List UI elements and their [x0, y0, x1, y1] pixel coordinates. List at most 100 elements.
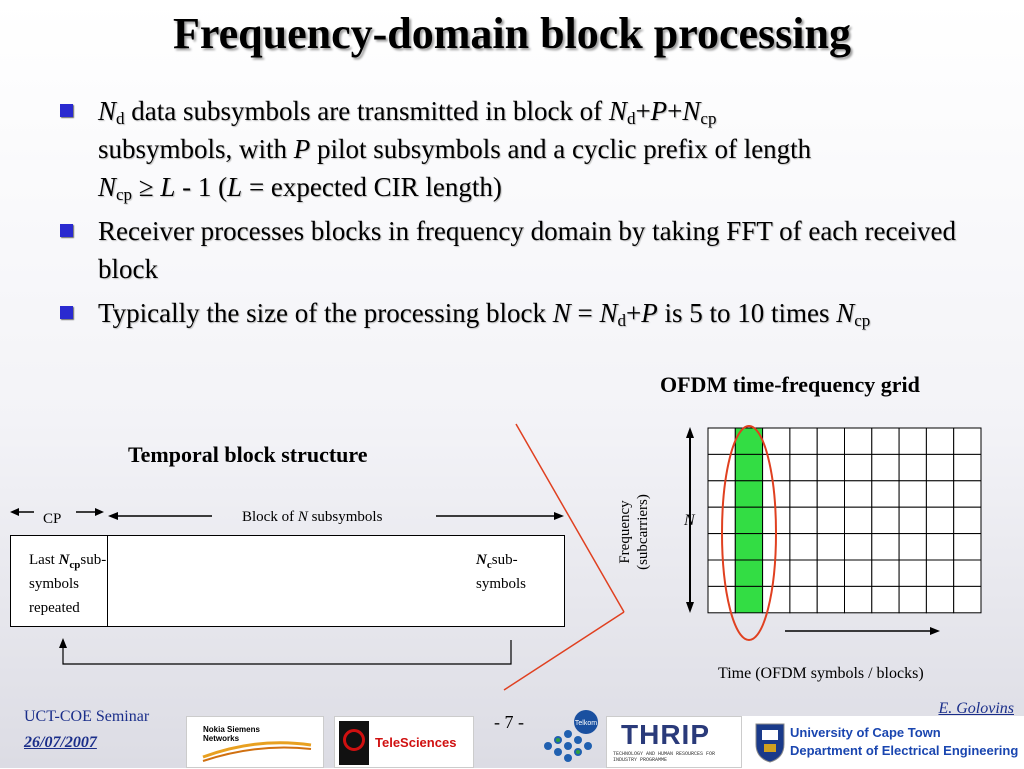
grid-cell — [816, 585, 846, 614]
text: sub- — [491, 552, 518, 568]
var-p: P — [293, 134, 311, 164]
grid-cell — [789, 506, 818, 535]
grid-cell — [844, 427, 873, 455]
uct-line-2: Department of Electrical Engineering — [790, 743, 1019, 758]
text: data subsymbols are transmitted in block… — [124, 96, 609, 126]
grid-cell — [844, 506, 873, 535]
nsn-text: Nokia Siemens Networks — [203, 725, 260, 743]
connector-line — [515, 423, 625, 613]
telesciences-ring-icon — [343, 729, 365, 751]
bullet-3: Typically the size of the processing blo… — [60, 294, 980, 332]
text: - 1 ( — [175, 172, 228, 202]
text: repeated — [29, 600, 80, 616]
grid-cell — [734, 585, 764, 614]
grid-cell — [707, 585, 736, 614]
grid-cell — [953, 480, 982, 508]
text: is 5 to 10 times — [657, 298, 837, 328]
date-label: 26/07/2007 — [24, 734, 97, 751]
grid-cell — [898, 506, 927, 535]
grid-cell — [707, 559, 736, 587]
grid-cell — [816, 506, 846, 535]
var-n: N — [476, 552, 487, 568]
grid-cell — [762, 585, 791, 614]
thrip-logo: THRIP TECHNOLOGY AND HUMAN RESOURCES FOR… — [606, 716, 742, 768]
block-label: Block of N subsymbols — [242, 509, 382, 526]
var-n: N — [98, 172, 117, 202]
grid-cell — [789, 585, 818, 614]
arrow-head — [10, 508, 19, 516]
grid-cell — [925, 585, 955, 614]
sub-d: d — [626, 109, 636, 128]
highlight-ellipse — [721, 425, 777, 641]
nsn-logo: Nokia Siemens Networks — [186, 716, 324, 768]
grid-cell — [816, 427, 846, 455]
grid-cell — [898, 427, 927, 455]
grid-cell — [871, 427, 900, 455]
grid-cell — [925, 533, 955, 561]
bullet-square-icon — [60, 306, 73, 319]
telesciences-text: TeleSciences — [375, 735, 457, 750]
sub-cp: cp — [116, 185, 133, 204]
text: symbols — [476, 576, 527, 592]
time-label: Time (OFDM symbols / blocks) — [718, 665, 924, 682]
var-n: N — [682, 96, 701, 126]
arrow-head — [95, 508, 104, 516]
grid-cell — [898, 533, 927, 561]
var-n: N — [58, 552, 70, 568]
grid-cell — [898, 480, 927, 508]
text: = — [570, 298, 600, 328]
grid-cell — [898, 585, 927, 614]
arrow-head — [554, 512, 564, 520]
var-l: L — [160, 172, 176, 202]
temporal-title: Temporal block structure — [128, 442, 368, 467]
plus: + — [626, 298, 642, 328]
telesciences-logo: TeleSciences — [334, 716, 474, 768]
uct-crest-icon — [755, 723, 785, 763]
grid-cell — [816, 480, 846, 508]
grid-cell — [844, 453, 873, 482]
cp-divider — [107, 536, 108, 626]
ofdm-title: OFDM time-frequency grid — [660, 372, 920, 397]
grid-cell — [734, 453, 764, 482]
grid-cell — [871, 480, 900, 508]
var-p: P — [650, 96, 668, 126]
grid-cell — [707, 427, 736, 455]
grid-cell — [707, 480, 736, 508]
grid-cell — [734, 533, 764, 561]
author-link[interactable]: E. Golovins — [938, 700, 1014, 717]
uct-logo-area — [742, 716, 1024, 768]
grid-cell — [816, 453, 846, 482]
arrow-head — [108, 512, 118, 520]
telkom-text: Telkom — [575, 720, 597, 727]
grid-cell — [844, 480, 873, 508]
block-box: Last Ncpsub- symbols repeated Ncsub- sym… — [10, 535, 565, 627]
var-p: P — [641, 298, 658, 328]
grid-cell — [925, 427, 955, 455]
text: subsymbols — [307, 509, 383, 525]
var-n: N — [608, 96, 627, 126]
nsn-swoosh-icon — [202, 741, 312, 762]
bullet-2: Receiver processes blocks in frequency d… — [60, 212, 980, 288]
grid-cell — [816, 559, 846, 587]
grid-cell — [734, 559, 764, 587]
sub-d: d — [116, 109, 125, 128]
text: Last — [29, 552, 59, 568]
grid-cell — [789, 453, 818, 482]
grid-cell — [871, 506, 900, 535]
plus: + — [635, 96, 651, 126]
grid-cell — [789, 533, 818, 561]
text: sub- — [80, 552, 107, 568]
grid-cell — [953, 533, 982, 561]
grid-cell — [707, 453, 736, 482]
sub-cp: cp — [700, 109, 717, 128]
grid-cell — [734, 480, 764, 508]
grid-cell — [762, 559, 791, 587]
var-n: N — [552, 298, 571, 328]
telkom-logo: Telkom — [544, 710, 598, 762]
sub-cp: cp — [854, 311, 871, 330]
grid-cell — [925, 453, 955, 482]
sub-d: d — [617, 311, 627, 330]
grid-cell — [925, 506, 955, 535]
grid-cell — [871, 533, 900, 561]
